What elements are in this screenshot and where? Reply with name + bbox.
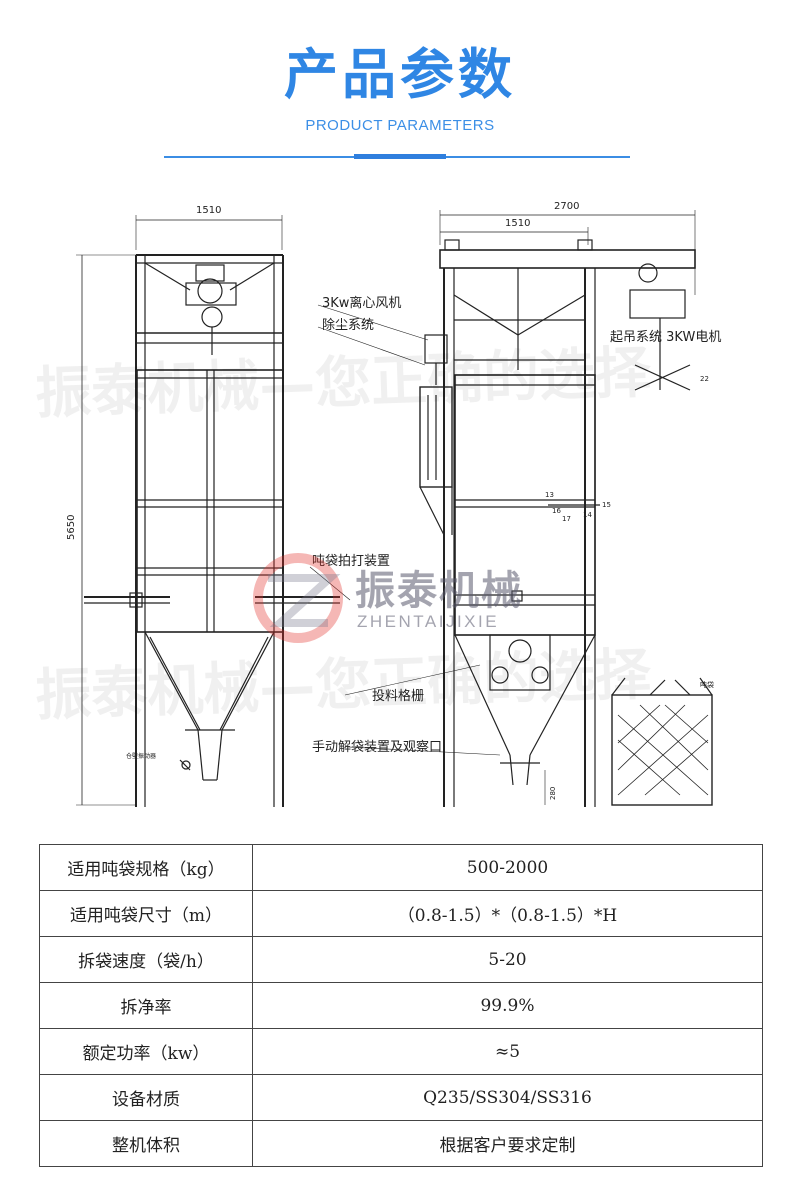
param-value: 99.9% — [252, 982, 763, 1029]
param-label: 整机体积 — [39, 1120, 253, 1167]
table-row: 整机体积 根据客户要求定制 — [39, 1120, 763, 1167]
param-label: 拆净率 — [39, 982, 253, 1029]
label-bag: 吨袋 — [700, 680, 714, 689]
table-row: 设备材质 Q235/SS304/SS316 — [39, 1074, 763, 1121]
label-vibrator: 仓壁振动器 — [126, 752, 156, 760]
param-value: 根据客户要求定制 — [252, 1120, 763, 1167]
dim-small: 280 — [549, 787, 557, 800]
param-value: 5-20 — [252, 936, 763, 983]
label-beater: 吨袋拍打装置 — [312, 554, 390, 569]
table-row: 拆净率 99.9% — [39, 982, 763, 1029]
callout-17: 17 — [562, 515, 571, 523]
callout-15: 15 — [602, 501, 611, 509]
params-table: 适用吨袋规格（kg） 500-2000 适用吨袋尺寸（m） （0.8-1.5）*… — [39, 844, 763, 1167]
logo-text-cn: 振泰机械 — [355, 568, 523, 614]
param-label: 额定功率（kw） — [39, 1028, 253, 1075]
callout-14: 14 — [583, 511, 592, 519]
callout-16: 16 — [552, 507, 561, 515]
brand-logo-mark — [253, 553, 343, 643]
label-fan: 3Kw离心风机 — [322, 295, 401, 311]
dim-width-side-inner: 1510 — [505, 218, 530, 229]
front-view — [76, 215, 340, 807]
param-value: （0.8-1.5）*（0.8-1.5）*H — [252, 890, 763, 937]
dim-width-side: 2700 — [554, 201, 579, 212]
param-value: 500-2000 — [252, 844, 763, 891]
param-label: 拆袋速度（袋/h） — [39, 936, 253, 983]
drawing-svg: 1510 2700 1510 5650 280 仓壁振动器 吨袋 3Kw离心风机… — [66, 201, 721, 807]
param-label: 适用吨袋尺寸（m） — [39, 890, 253, 937]
callout-13: 13 — [545, 491, 554, 499]
title-divider-accent — [354, 154, 446, 159]
label-hoist: 起吊系统 3KW电机 — [610, 330, 721, 345]
dim-width-front: 1510 — [196, 205, 221, 216]
page-title: 产品参数 — [284, 43, 516, 106]
dim-height: 5650 — [66, 515, 77, 540]
table-row: 适用吨袋尺寸（m） （0.8-1.5）*（0.8-1.5）*H — [39, 890, 763, 937]
table-row: 适用吨袋规格（kg） 500-2000 — [39, 844, 763, 891]
label-dust: 除尘系统 — [322, 318, 374, 333]
side-view — [309, 210, 713, 807]
technical-drawing: 1510 2700 1510 5650 280 仓壁振动器 吨袋 3Kw离心风机… — [0, 195, 800, 820]
page-subtitle: PRODUCT PARAMETERS — [305, 117, 495, 134]
label-grid: 投料格栅 — [372, 688, 424, 704]
param-label: 适用吨袋规格（kg） — [39, 844, 253, 891]
param-value: ≈5 — [252, 1028, 763, 1075]
callout-22: 22 — [700, 375, 709, 383]
param-value: Q235/SS304/SS316 — [252, 1074, 763, 1121]
table-row: 额定功率（kw） ≈5 — [39, 1028, 763, 1075]
param-label: 设备材质 — [39, 1074, 253, 1121]
table-row: 拆袋速度（袋/h） 5-20 — [39, 936, 763, 983]
label-manual: 手动解袋装置及观察口 — [312, 740, 442, 755]
logo-text-en: ZHENTAIJIXIE — [357, 612, 500, 631]
